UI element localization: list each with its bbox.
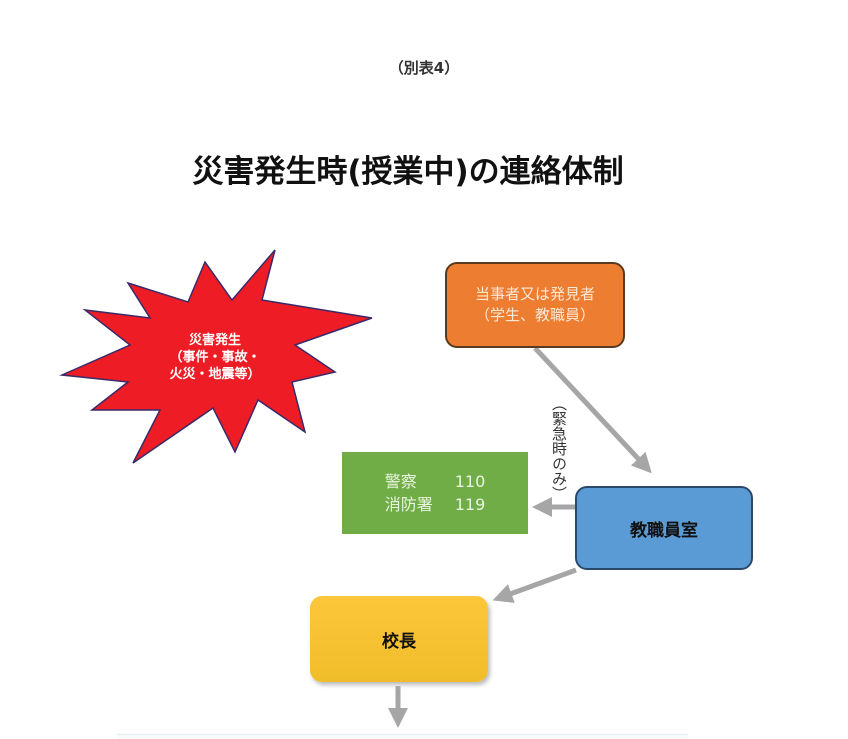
disaster-line-1: 災害発生 (188, 333, 241, 348)
arrow-staff-to-principal (492, 567, 577, 603)
police-label: 警察 (384, 472, 417, 491)
disaster-label: 災害発生 （事件・事故・ 火災・地震等） (130, 332, 300, 383)
next-box-edge (117, 734, 688, 739)
emergency-only-label: （緊急時のみ） (550, 396, 568, 501)
emergency-contacts-box: 警察 110 消防署 119 (342, 452, 528, 534)
arrow-finder-to-staff (533, 346, 652, 474)
annex-label: （別表4） (388, 59, 460, 77)
police-number: 110 (454, 472, 486, 491)
fire-label: 消防署 (384, 495, 433, 514)
principal-box: 校長 (310, 596, 488, 682)
fire-number: 119 (454, 495, 486, 514)
disaster-line-3: 火災・地震等） (169, 367, 261, 382)
staff-room-box: 教職員室 (575, 486, 753, 570)
disaster-line-2: （事件・事故・ (169, 350, 261, 365)
finder-line-2: （学生、教職員） (474, 306, 595, 324)
finder-box: 当事者又は発見者 （学生、教職員） (445, 262, 625, 348)
finder-line-1: 当事者又は発見者 (474, 285, 595, 303)
page-title: 災害発生時(授業中)の連絡体制 (192, 154, 624, 190)
disaster-starburst (59, 249, 373, 464)
